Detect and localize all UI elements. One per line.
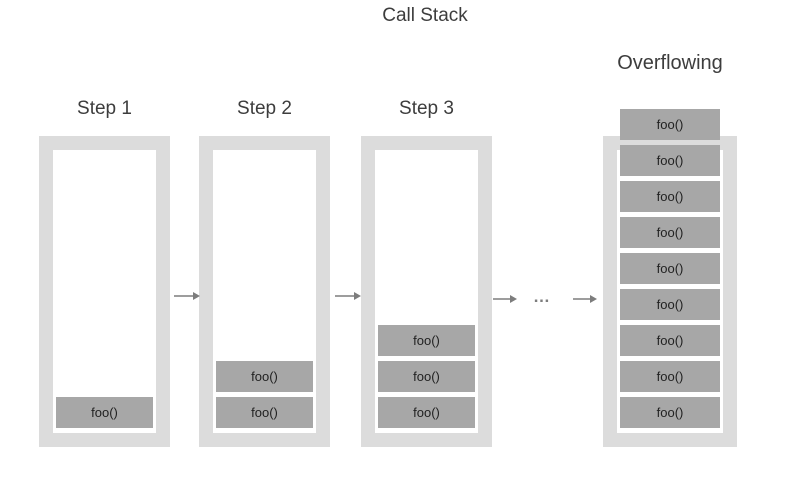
stack-frame: foo() (378, 397, 475, 428)
frame-label: foo() (91, 405, 118, 420)
frame-label: foo() (413, 333, 440, 348)
step3-label: Step 3 (399, 98, 454, 119)
stack-column-step3: Step 3 foo() foo() foo() (361, 98, 492, 447)
stack-frame: foo() (620, 181, 720, 212)
stack-frames: foo() foo() (199, 136, 330, 447)
step2-label: Step 2 (237, 98, 292, 119)
stack-column-step1: Step 1 foo() (39, 98, 170, 447)
stack-frame: foo() (620, 289, 720, 320)
frame-label: foo() (413, 369, 440, 384)
stack-container (39, 136, 170, 447)
frame-label: foo() (656, 153, 684, 168)
right-arrow-icon (573, 293, 598, 305)
stack-frame: foo() (216, 397, 313, 428)
frame-label: foo() (251, 405, 278, 420)
stack-frame: foo() (56, 397, 153, 428)
frame-label: foo() (656, 405, 684, 420)
right-arrow-icon (493, 293, 518, 305)
stack-frame: foo() (620, 109, 720, 140)
stack-frame: foo() (378, 361, 475, 392)
stack-frame: foo() (620, 361, 720, 392)
stack-frames: foo() foo() foo() (361, 136, 492, 447)
stack-frame: foo() (620, 217, 720, 248)
step1-label: Step 1 (77, 98, 132, 119)
stack-container (199, 136, 330, 447)
frame-label: foo() (656, 117, 684, 132)
stack-frames: foo() (39, 136, 170, 447)
ellipsis-text: … (533, 287, 551, 306)
frame-label: foo() (656, 369, 684, 384)
frame-label: foo() (413, 405, 440, 420)
frame-label: foo() (251, 369, 278, 384)
stack-frame: foo() (620, 325, 720, 356)
stack-frame: foo() (620, 397, 720, 428)
right-arrow-icon (174, 290, 201, 302)
stack-frame: foo() (620, 253, 720, 284)
frame-label: foo() (656, 333, 684, 348)
overflowing-label: Overflowing (617, 52, 723, 74)
stack-container (361, 136, 492, 447)
frame-label: foo() (656, 297, 684, 312)
stack-column-step2: Step 2 foo() foo() (199, 98, 330, 447)
stack-frame: foo() (620, 145, 720, 176)
diagram-title: Call Stack (382, 5, 468, 26)
stack-column-overflowing: Overflowing foo()foo()foo()foo()foo()foo… (603, 52, 737, 447)
stack-frames: foo() foo() foo() foo() foo() foo() foo() foo()… (603, 109, 737, 447)
frame-label: foo() (656, 189, 684, 204)
stack-frame: foo() (378, 325, 475, 356)
frame-label: foo() (656, 261, 684, 276)
stack-frame: foo() (216, 361, 313, 392)
right-arrow-icon (335, 290, 362, 302)
frame-label: foo() (656, 225, 684, 240)
